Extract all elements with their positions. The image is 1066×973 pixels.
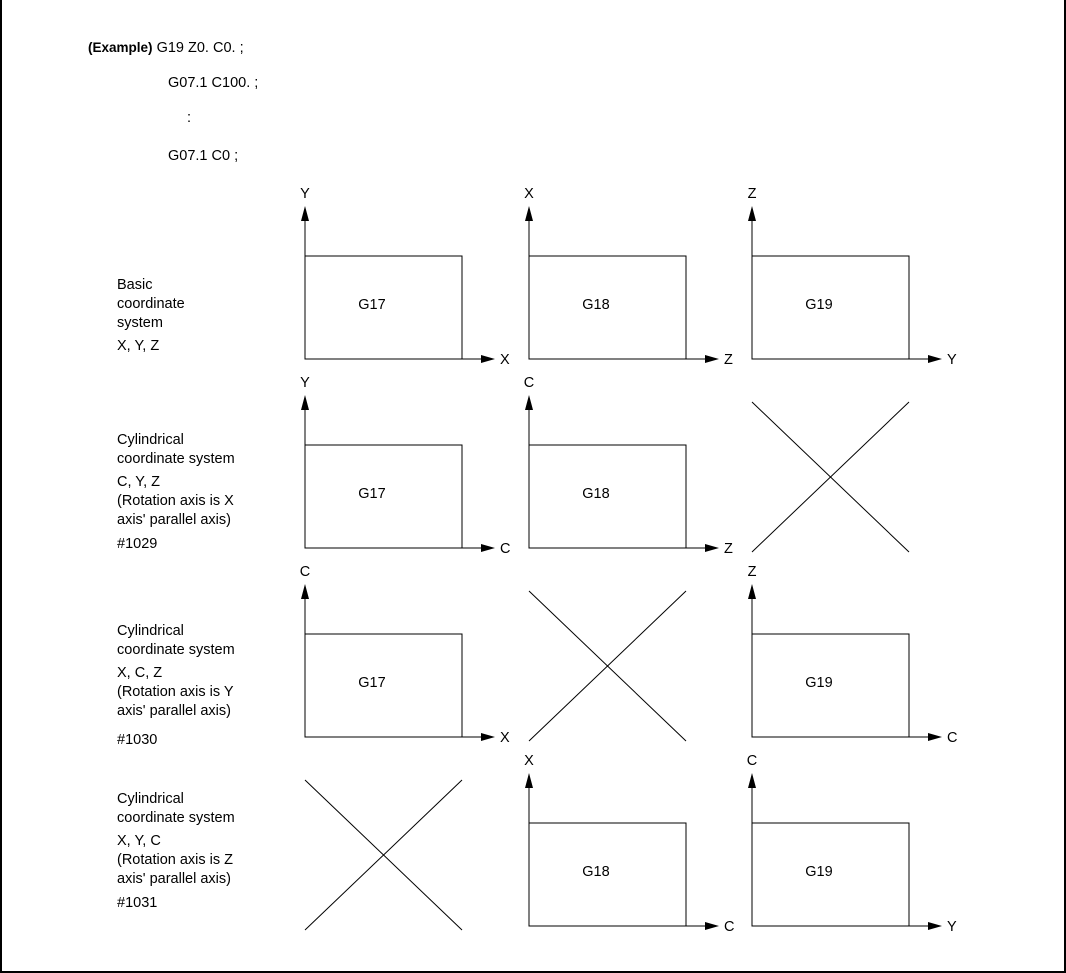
example-label: (Example) xyxy=(88,40,153,55)
plane-box xyxy=(528,822,687,927)
plane-box xyxy=(304,255,463,360)
plane-label: G18 xyxy=(582,297,609,313)
horizontal-axis-arrow xyxy=(928,922,942,930)
row-label-line: axis' parallel axis) xyxy=(117,703,231,719)
horizontal-axis-label: Z xyxy=(724,541,733,557)
vertical-axis-label: X xyxy=(524,753,534,769)
example-line-1: (Example) G19 Z0. C0. ; xyxy=(88,40,244,56)
vertical-axis-label: Z xyxy=(748,564,757,580)
row-label-cylindrical-1030: Cylindrical coordinate system X, C, Z (R… xyxy=(117,622,235,750)
horizontal-axis-label: Y xyxy=(947,352,957,368)
row-label-line: Cylindrical xyxy=(117,623,184,639)
vertical-axis-arrow xyxy=(301,206,309,221)
row-label-line: X, Y, Z xyxy=(117,338,160,354)
row-label-line: axis' parallel axis) xyxy=(117,512,231,528)
not-applicable-cross-line xyxy=(528,590,687,742)
not-applicable-cross-line xyxy=(751,401,910,553)
vertical-axis-arrow xyxy=(748,773,756,788)
row-label-line: system xyxy=(117,315,163,331)
horizontal-axis-label: C xyxy=(724,919,734,935)
row-label-line: X, Y, C xyxy=(117,833,161,849)
row-label-line: coordinate xyxy=(117,296,185,312)
plane-label: G19 xyxy=(805,864,832,880)
horizontal-axis-arrow xyxy=(481,544,495,552)
row-label-line: #1030 xyxy=(117,732,158,748)
horizontal-axis-arrow xyxy=(481,733,495,741)
example-code-3: : xyxy=(187,110,192,126)
horizontal-axis-arrow xyxy=(928,355,942,363)
row-label-line: coordinate system xyxy=(117,810,235,826)
plane-box xyxy=(751,822,910,927)
vertical-axis-arrow xyxy=(748,584,756,599)
plane-box xyxy=(751,633,910,738)
plane-box xyxy=(304,633,463,738)
row-label-cylindrical-1031: Cylindrical coordinate system X, Y, C (R… xyxy=(117,790,235,913)
horizontal-axis-label: C xyxy=(500,541,510,557)
vertical-axis-label: Y xyxy=(300,375,310,391)
plane-box xyxy=(304,444,463,549)
vertical-axis-arrow xyxy=(748,206,756,221)
plane-label: G17 xyxy=(358,675,385,691)
row-label-line: (Rotation axis is X xyxy=(117,493,234,509)
row-label-line: coordinate system xyxy=(117,451,235,467)
vertical-axis-arrow xyxy=(525,206,533,221)
row-label-basic: Basic coordinate system X, Y, Z xyxy=(117,276,185,356)
row-label-line: (Rotation axis is Z xyxy=(117,852,234,868)
vertical-axis-arrow xyxy=(301,584,309,599)
horizontal-axis-label: X xyxy=(500,352,510,368)
horizontal-axis-arrow xyxy=(705,355,719,363)
horizontal-axis-label: Z xyxy=(724,352,733,368)
vertical-axis-label: Y xyxy=(300,186,310,202)
horizontal-axis-arrow xyxy=(481,355,495,363)
horizontal-axis-label: C xyxy=(947,730,957,746)
horizontal-axis-arrow xyxy=(705,544,719,552)
plane-label: G19 xyxy=(805,675,832,691)
plane-box xyxy=(751,255,910,360)
example-code-1: G19 Z0. C0. ; xyxy=(156,40,244,56)
plane-label: G18 xyxy=(582,486,609,502)
row-label-line: #1029 xyxy=(117,536,158,552)
plane-label: G17 xyxy=(358,486,385,502)
row-label-line: #1031 xyxy=(117,895,158,911)
row-label-line: (Rotation axis is Y xyxy=(117,684,234,700)
vertical-axis-label: Z xyxy=(748,186,757,202)
row-label-line: Cylindrical xyxy=(117,791,184,807)
horizontal-axis-arrow xyxy=(705,922,719,930)
horizontal-axis-label: X xyxy=(500,730,510,746)
vertical-axis-label: C xyxy=(300,564,310,580)
plane-label: G18 xyxy=(582,864,609,880)
row-label-line: Basic xyxy=(117,277,153,293)
row-label-line: coordinate system xyxy=(117,642,235,658)
plane-box xyxy=(528,255,687,360)
row-label-line: X, C, Z xyxy=(117,665,163,681)
vertical-axis-arrow xyxy=(525,395,533,410)
vertical-axis-label: C xyxy=(524,375,534,391)
example-code-2: G07.1 C100. ; xyxy=(168,75,259,91)
row-label-line: Cylindrical xyxy=(117,432,184,448)
row-label-line: C, Y, Z xyxy=(117,474,160,490)
plane-label: G19 xyxy=(805,297,832,313)
vertical-axis-arrow xyxy=(525,773,533,788)
example-code-4: G07.1 C0 ; xyxy=(168,148,239,164)
row-label-line: axis' parallel axis) xyxy=(117,871,231,887)
row-label-cylindrical-1029: Cylindrical coordinate system C, Y, Z (R… xyxy=(117,431,235,554)
horizontal-axis-label: Y xyxy=(947,919,957,935)
vertical-axis-label: X xyxy=(524,186,534,202)
vertical-axis-arrow xyxy=(301,395,309,410)
plane-label: G17 xyxy=(358,297,385,313)
vertical-axis-label: C xyxy=(747,753,757,769)
horizontal-axis-arrow xyxy=(928,733,942,741)
not-applicable-cross-line xyxy=(304,779,463,931)
plane-box xyxy=(528,444,687,549)
